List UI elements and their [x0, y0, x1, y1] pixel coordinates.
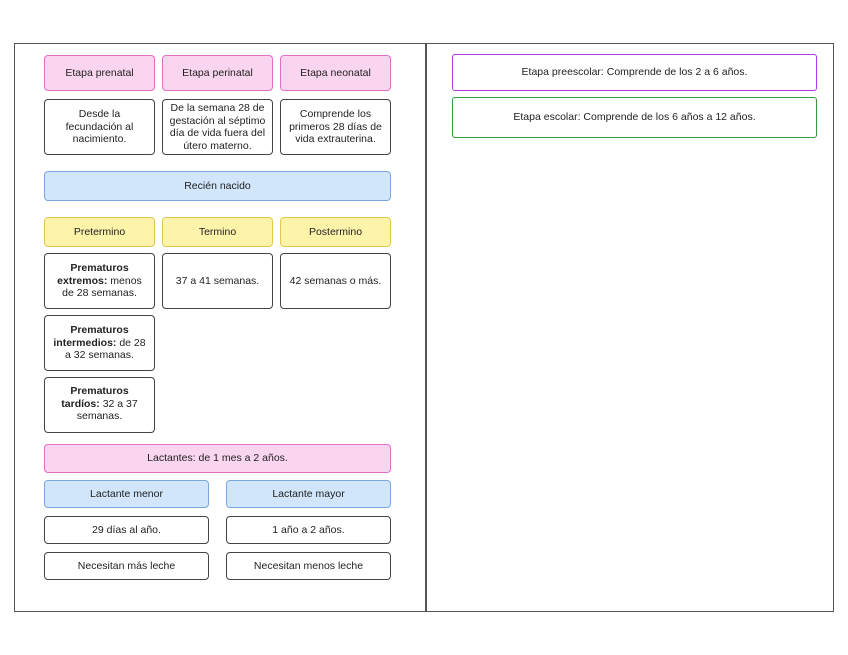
- node-text: Prematuros intermedios: de 28 a 32 seman…: [50, 324, 149, 362]
- node-text: 37 a 41 semanas.: [175, 274, 260, 287]
- node-text: 1 año a 2 años.: [272, 523, 345, 536]
- diagram-frame: [14, 43, 834, 612]
- node-etapa-preescolar[interactable]: Etapa preescolar: Comprende de los 2 a 6…: [452, 54, 817, 91]
- node-lactantes[interactable]: Lactantes: de 1 mes a 2 años.: [44, 444, 391, 473]
- node-text: Etapa preescolar: Comprende de los 2 a 6…: [521, 66, 748, 79]
- node-etapa-perinatal[interactable]: Etapa perinatal: [162, 55, 273, 91]
- node-label: Lactantes: de 1 mes a 2 años.: [147, 452, 288, 465]
- node-perinatal-desc[interactable]: De la semana 28 de gestación al séptimo …: [162, 99, 273, 155]
- node-prenatal-desc[interactable]: Desde la fecundación al nacimiento.: [44, 99, 155, 155]
- node-text-bold: Prematuros extremos:: [57, 262, 129, 287]
- node-text-rest: menos de 28 semanas.: [62, 274, 142, 300]
- node-label: Etapa prenatal: [65, 66, 134, 79]
- node-termino-desc[interactable]: 37 a 41 semanas.: [162, 253, 273, 309]
- node-text: Desde la fecundación al nacimiento.: [65, 108, 134, 146]
- node-text: Prematuros extremos: menos de 28 semanas…: [50, 262, 149, 300]
- node-text: Etapa escolar: Comprende de los 6 años a…: [513, 111, 756, 124]
- node-label: Etapa neonatal: [300, 66, 371, 79]
- node-label: Postermino: [308, 225, 363, 238]
- node-lactante-mayor-range[interactable]: 1 año a 2 años.: [226, 516, 391, 544]
- node-label: Lactante mayor: [272, 487, 345, 500]
- node-text-rest: 32 a 37 semanas.: [76, 397, 138, 423]
- node-prematuros-tardios[interactable]: Prematuros tardíos: 32 a 37 semanas.: [44, 377, 155, 433]
- node-text: Necesitan más leche: [77, 559, 176, 572]
- node-text: 29 días al año.: [92, 523, 161, 536]
- node-prematuros-extremos[interactable]: Prematuros extremos: menos de 28 semanas…: [44, 253, 155, 309]
- node-text: Necesitan menos leche: [253, 559, 364, 572]
- node-etapa-escolar[interactable]: Etapa escolar: Comprende de los 6 años a…: [452, 97, 817, 138]
- node-lactante-mayor-note[interactable]: Necesitan menos leche: [226, 552, 391, 580]
- node-text: 42 semanas o más.: [289, 274, 382, 287]
- node-postermino[interactable]: Postermino: [280, 217, 391, 247]
- node-lactante-menor[interactable]: Lactante menor: [44, 480, 209, 508]
- node-etapa-prenatal[interactable]: Etapa prenatal: [44, 55, 155, 91]
- node-lactante-menor-range[interactable]: 29 días al año.: [44, 516, 209, 544]
- node-text-rest: de 28 a 32 semanas.: [65, 336, 146, 362]
- node-lactante-menor-note[interactable]: Necesitan más leche: [44, 552, 209, 580]
- node-text: De la semana 28 de gestación al séptimo …: [169, 102, 266, 152]
- node-text: Comprende los primeros 28 días de vida e…: [289, 108, 382, 146]
- node-postermino-desc[interactable]: 42 semanas o más.: [280, 253, 391, 309]
- node-neonatal-desc[interactable]: Comprende los primeros 28 días de vida e…: [280, 99, 391, 155]
- node-text-bold: Prematuros tardíos:: [61, 385, 129, 410]
- node-termino[interactable]: Termino: [162, 217, 273, 247]
- node-label: Recién nacido: [184, 179, 251, 192]
- node-label: Termino: [198, 225, 237, 238]
- node-pretermino[interactable]: Pretermino: [44, 217, 155, 247]
- node-label: Pretermino: [73, 225, 126, 238]
- node-text-bold: Prematuros intermedios:: [53, 324, 129, 349]
- node-prematuros-intermedios[interactable]: Prematuros intermedios: de 28 a 32 seman…: [44, 315, 155, 371]
- node-text: Prematuros tardíos: 32 a 37 semanas.: [50, 385, 149, 423]
- column-divider: [425, 43, 427, 612]
- node-etapa-neonatal[interactable]: Etapa neonatal: [280, 55, 391, 91]
- node-label: Lactante menor: [90, 487, 163, 500]
- node-label: Etapa perinatal: [182, 66, 253, 79]
- node-lactante-mayor[interactable]: Lactante mayor: [226, 480, 391, 508]
- node-recien-nacido[interactable]: Recién nacido: [44, 171, 391, 201]
